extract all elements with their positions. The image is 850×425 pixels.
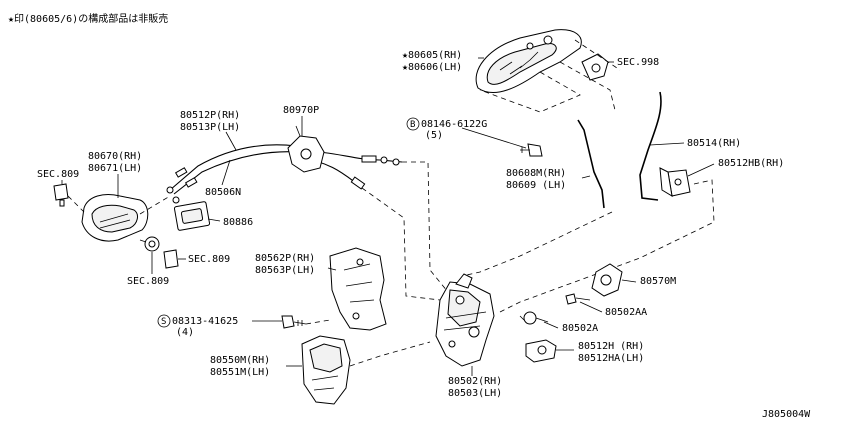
label-80512hb: 80512HB(RH) [718, 158, 784, 169]
screw-08313: S [157, 314, 307, 329]
label-08313-qty: (4) [176, 327, 194, 338]
escutcheon-80886 [173, 201, 211, 231]
diagram-id: J805004W [762, 409, 811, 420]
label-08313: 08313-41625 [172, 316, 238, 327]
label-80970p: 80970P [283, 105, 319, 116]
label-80886: 80886 [223, 217, 253, 228]
screw-80502aa [565, 293, 591, 305]
label-80671: 80671(LH) [88, 163, 142, 174]
label-sec998: SEC.998 [617, 57, 659, 68]
door-lock-80502 [435, 273, 495, 367]
bumper-80570m [591, 263, 623, 297]
label-80503: 80503(LH) [448, 388, 502, 399]
grommet-sec809 [139, 236, 160, 252]
clip-80512hb [659, 167, 691, 197]
outside-handle-80605 [475, 29, 582, 93]
label-80551m: 80551M(LH) [210, 367, 270, 378]
label-08146-qty: (5) [425, 130, 443, 141]
label-80550m: 80550M(RH) [210, 355, 270, 366]
label-80512ha: 80512HA(LH) [578, 353, 644, 364]
label-80562p: 80562P(RH) [255, 253, 315, 264]
label-80502a: 80502A [562, 323, 598, 334]
striker-80502a [519, 311, 549, 325]
plug-sec809 [163, 249, 179, 269]
key-cylinder-bracket [581, 53, 614, 81]
label-80609: 80609 (LH) [506, 180, 566, 191]
label-80512h: 80512H (RH) [578, 341, 644, 352]
note-text: ★印(80605/6)の構成部品は非販売 [8, 12, 168, 25]
label-80502aa: 80502AA [605, 307, 647, 318]
label-80670: 80670(RH) [88, 151, 142, 162]
label-80506n: 80506N [205, 187, 241, 198]
label-80570m: 80570M [640, 276, 676, 287]
label-80606: ★80606(LH) [402, 62, 462, 73]
label-08146: 08146-6122G [421, 119, 487, 130]
label-80512p: 80512P(RH) [180, 110, 240, 121]
label-sec809-a: SEC.809 [37, 169, 79, 180]
label-80502: 80502(RH) [448, 376, 502, 387]
actuator-80550m [301, 335, 351, 405]
cable-holder-80970p [287, 125, 325, 173]
label-80605: ★80605(RH) [402, 50, 462, 61]
label-80513p: 80513P(LH) [180, 122, 240, 133]
rod-80608m [577, 119, 605, 209]
bolt-08146: B [406, 117, 543, 157]
clip-sec809-left [53, 183, 69, 207]
inside-handle-80670 [81, 194, 149, 242]
bolt-mark-b: B [410, 120, 415, 130]
label-80563p: 80563P(LH) [255, 265, 315, 276]
rod-80514 [639, 91, 662, 201]
label-80514: 80514(RH) [687, 138, 741, 149]
label-sec809-b: SEC.809 [188, 254, 230, 265]
screw-mark-s: S [161, 317, 166, 327]
label-80608m: 80608M(RH) [506, 168, 566, 179]
clip-80512h [525, 339, 557, 363]
label-sec809-c: SEC.809 [127, 276, 169, 287]
lock-cover-80562p [329, 247, 387, 331]
cable-ends [166, 155, 400, 204]
